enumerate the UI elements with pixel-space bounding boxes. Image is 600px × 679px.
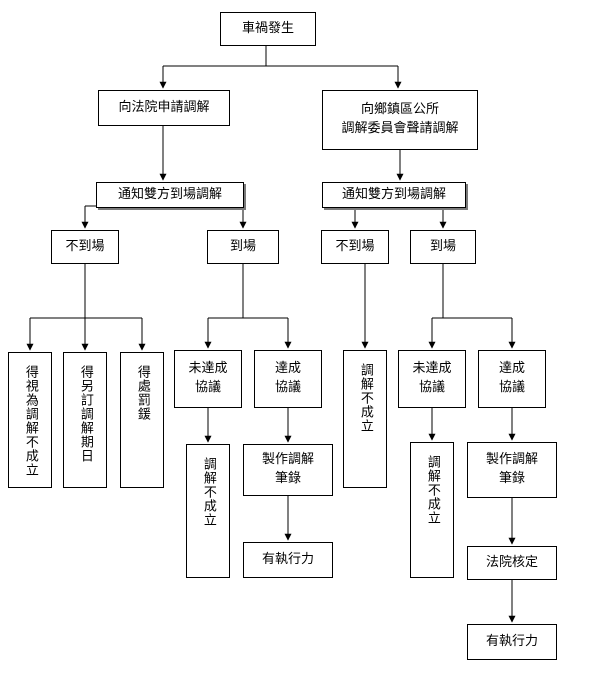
township-final-node: 有執行力 (467, 624, 557, 660)
township-present-node: 到場 (410, 230, 476, 264)
court-absent-outcome-2: 得另訂調解期日 (63, 352, 107, 488)
township-approval-node: 法院核定 (467, 546, 557, 580)
court-absent-outcome-1: 得視為調解不成立 (8, 352, 52, 488)
township-fail-result: 調解不成立 (410, 442, 454, 578)
township-success-node: 達成 協議 (478, 350, 546, 408)
court-fail-node: 未達成 協議 (174, 350, 242, 408)
court-absent-node: 不到場 (51, 230, 119, 264)
root-node: 車禍發生 (220, 12, 316, 46)
township-record-node: 製作調解 筆錄 (467, 442, 557, 498)
court-success-node: 達成 協議 (254, 350, 322, 408)
township-fail-node: 未達成 協議 (398, 350, 466, 408)
court-record-node: 製作調解 筆錄 (243, 444, 333, 496)
court-final-node: 有執行力 (243, 542, 333, 578)
court-apply-node: 向法院申請調解 (98, 90, 230, 126)
court-present-node: 到場 (207, 230, 279, 264)
township-apply-node: 向鄉鎮區公所 調解委員會聲請調解 (322, 90, 478, 150)
court-absent-outcome-3: 得處罰鍰 (120, 352, 164, 488)
court-notice-node: 通知雙方到場調解 (96, 182, 244, 208)
township-notice-node: 通知雙方到場調解 (322, 182, 466, 208)
township-absent-result: 調解不成立 (343, 350, 387, 488)
township-absent-node: 不到場 (321, 230, 389, 264)
court-fail-result: 調解不成立 (186, 444, 230, 578)
